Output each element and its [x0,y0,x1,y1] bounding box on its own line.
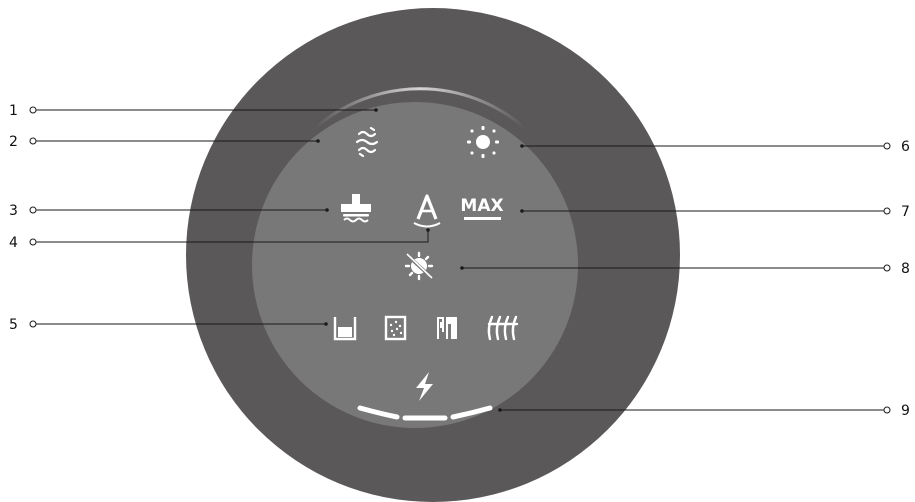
callout-4: 4 [9,235,18,251]
callout-5: 5 [9,317,18,333]
airflow-icon[interactable] [355,126,379,158]
leader-terminals [29,106,891,414]
max-label: MAX [460,196,503,216]
defrost-icon[interactable] [487,315,519,341]
callout-6: 6 [901,139,910,155]
dehumidify-icon[interactable] [341,194,371,223]
filter-icon[interactable] [384,315,407,341]
callout-7: 7 [901,204,910,220]
callout-3: 3 [9,203,18,219]
level-segment-3 [450,405,493,420]
antibacterial-off-icon[interactable] [404,251,434,281]
max-icon[interactable]: MAX [460,196,504,220]
callout-2: 2 [9,134,18,150]
brightness-icon[interactable] [467,126,499,158]
leader-dots [316,108,524,412]
level-segments[interactable] [357,405,493,421]
power-icon[interactable] [416,372,433,401]
water-tank-icon[interactable] [333,317,357,341]
callout-8: 8 [901,261,910,277]
callout-9: 9 [901,403,910,419]
callout-1: 1 [9,103,18,119]
level-segment-1 [357,405,400,420]
leader-lines [36,109,884,411]
auto-icon[interactable] [413,194,441,228]
pump-icon[interactable] [437,317,457,339]
